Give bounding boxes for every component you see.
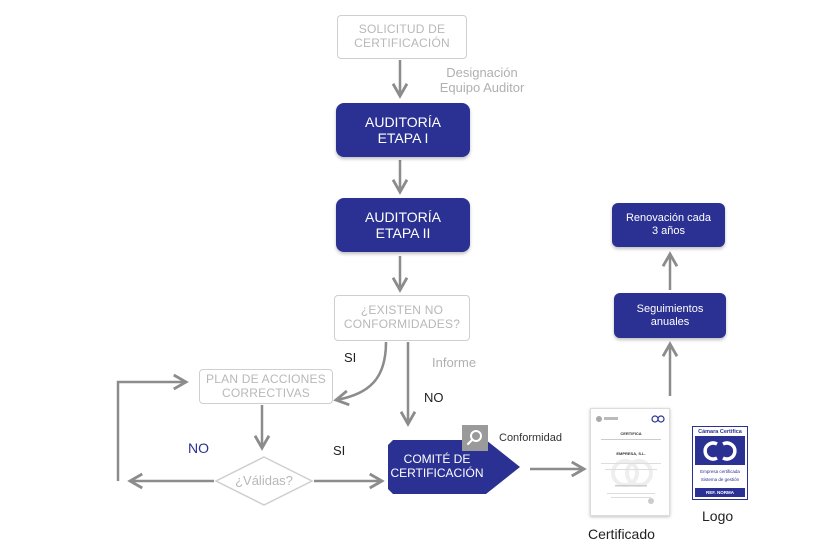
node-validas-text: ¿Válidas? bbox=[235, 472, 293, 488]
node-renovacion-line1: Renovación cada bbox=[625, 212, 711, 225]
label-conformidad: Conformidad bbox=[499, 432, 562, 444]
node-auditoria-etapa-2: AUDITORÍA ETAPA II bbox=[336, 198, 470, 252]
node-auditoria1-line1: AUDITORÍA bbox=[365, 113, 441, 130]
node-plan-acciones-correctivas: PLAN DE ACCIONES CORRECTIVAS bbox=[199, 369, 333, 404]
certificate-document: CERTIFICA EMPRESA, S.L. bbox=[590, 408, 670, 516]
node-validas-diamond bbox=[214, 456, 314, 506]
logo-ref: REF. NORMA bbox=[695, 488, 745, 497]
node-auditoria-etapa-1: AUDITORÍA ETAPA I bbox=[336, 103, 470, 157]
node-seguimientos-line1: Seguimientos bbox=[636, 302, 704, 315]
node-plan-line2: CORRECTIVAS bbox=[222, 385, 310, 400]
node-auditoria2-line2: ETAPA II bbox=[375, 225, 431, 241]
certificate-header-icons bbox=[596, 415, 665, 423]
logo-line1: Empresa certificada bbox=[700, 469, 740, 474]
certificate-heading: CERTIFICA bbox=[620, 431, 642, 436]
node-comite-line1: COMITÉ DE bbox=[403, 452, 471, 467]
logo-cc-icon bbox=[695, 436, 745, 465]
node-renovacion: Renovación cada 3 años bbox=[612, 203, 725, 247]
label-no-left: NO bbox=[188, 440, 209, 456]
label-si-top: SI bbox=[344, 350, 357, 365]
node-comite-line2: CERTIFICACIÓN bbox=[390, 466, 484, 480]
node-solicitud: SOLICITUD DE CERTIFICACIÓN bbox=[337, 15, 467, 59]
node-solicitud-line1: SOLICITUD DE bbox=[358, 22, 446, 37]
label-designacion: Designación Equipo Auditor bbox=[432, 65, 532, 96]
camara-certifica-logo: Cámara Certifica Empresa certificada Sis… bbox=[692, 426, 748, 500]
node-comite-certificacion: COMITÉ DE CERTIFICACIÓN bbox=[388, 440, 486, 494]
certificate-line bbox=[601, 439, 661, 440]
label-informe: Informe bbox=[432, 355, 477, 370]
certificate-watermark bbox=[601, 459, 661, 504]
logo-line2: Sistema de gestión bbox=[700, 477, 740, 482]
label-designacion-line1: Designación bbox=[446, 65, 518, 80]
label-si-bottom: SI bbox=[333, 443, 346, 458]
node-existen-line2: CONFORMIDADES? bbox=[343, 317, 461, 331]
node-validas-label: ¿Válidas? bbox=[214, 455, 314, 507]
node-seguimientos-line2: anuales bbox=[650, 315, 690, 328]
label-logo: Logo bbox=[702, 508, 734, 524]
loop-back-line bbox=[116, 373, 189, 481]
arrow-existen-plan bbox=[333, 341, 388, 407]
node-seguimientos: Seguimientos anuales bbox=[614, 293, 726, 338]
node-existen-no-conformidades: ¿EXISTEN NO CONFORMIDADES? bbox=[334, 295, 470, 341]
magnifier-icon bbox=[462, 425, 488, 451]
label-no-right: NO bbox=[424, 390, 444, 405]
label-certificado: Certificado bbox=[588, 526, 655, 542]
logo-title: Cámara Certifica bbox=[698, 429, 742, 435]
node-plan-line1: PLAN DE ACCIONES bbox=[206, 371, 326, 386]
label-designacion-line2: Equipo Auditor bbox=[439, 79, 525, 95]
node-existen-line1: ¿EXISTEN NO bbox=[360, 303, 444, 318]
node-auditoria2-line1: AUDITORÍA bbox=[365, 208, 441, 225]
certificate-company: EMPRESA, S.L. bbox=[616, 451, 646, 456]
node-solicitud-line2: CERTIFICACIÓN bbox=[354, 36, 450, 50]
node-renovacion-line2: 3 años bbox=[651, 225, 686, 237]
node-comite-shape bbox=[388, 440, 520, 494]
node-auditoria1-line2: ETAPA I bbox=[377, 130, 429, 146]
